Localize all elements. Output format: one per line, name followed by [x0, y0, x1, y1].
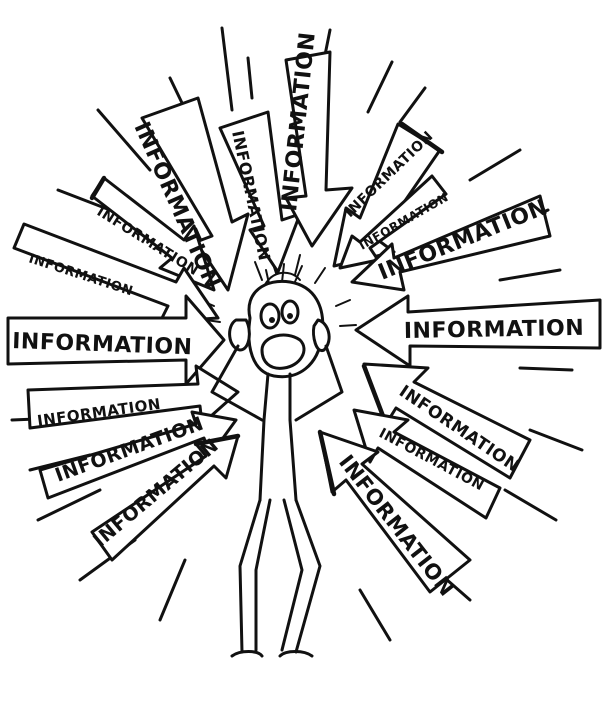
stick-figure	[210, 263, 344, 658]
arrow-left-upper	[12, 222, 220, 324]
arrow-right-upper-small	[338, 174, 448, 270]
arrow-right-middle	[354, 294, 602, 368]
arrow-left-upper-small	[90, 176, 216, 292]
mouth	[260, 333, 306, 370]
right-eye	[280, 299, 300, 325]
arrow-left-middle	[6, 294, 226, 386]
arrow-top-vertical	[284, 50, 354, 248]
arrows	[6, 50, 602, 594]
arrow-top-center	[218, 110, 302, 274]
arrow-top-left	[140, 96, 250, 292]
right-hand	[312, 318, 331, 353]
arrow-right-lower-small	[352, 408, 502, 520]
arrow-right-upper	[350, 194, 552, 292]
arrow-left-lower	[26, 364, 240, 430]
label-7: INFORMATION	[404, 316, 585, 344]
left-eye	[259, 302, 281, 330]
arrow-bottom-left	[90, 434, 240, 562]
left-hand	[228, 318, 251, 352]
